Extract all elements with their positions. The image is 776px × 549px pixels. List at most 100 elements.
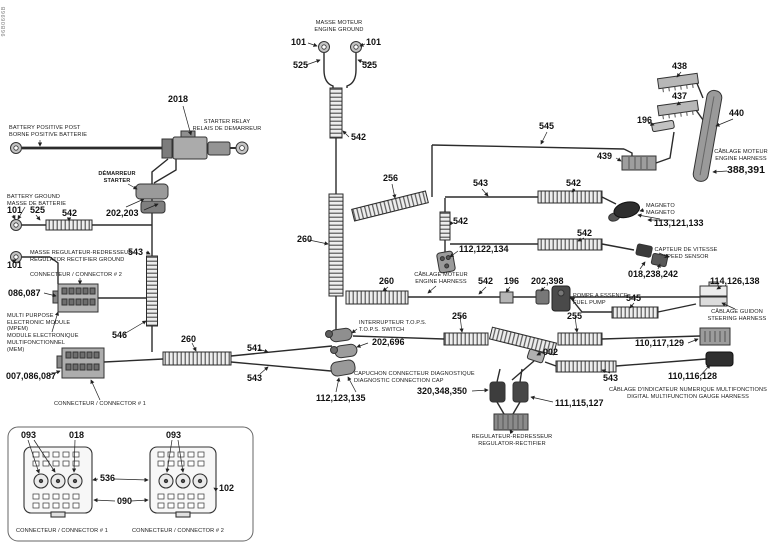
caption-tops-switch: INTERRUPTEUR T.O.P.S. T.O.P.S. SWITCH (359, 320, 426, 333)
caption-line: CONNECTEUR / CONNECTOR # 1 (53, 401, 147, 407)
part-number-wire-545-top: 545 (539, 121, 555, 131)
caption-inset-connector-1: CONNECTEUR / CONNECTOR # 1 (16, 528, 108, 535)
part-number-inset-018: 018 (69, 430, 85, 440)
caption-line: MASSE DE BATTERIE (7, 200, 67, 207)
part-number-ground-sleeve-right: 525 (362, 60, 378, 70)
caption-engine-ground: MASSE MOTEUR ENGINE GROUND (314, 20, 363, 33)
caption-steering-harness: CÂBLAGE GUIDON STEERING HARNESS (708, 309, 767, 322)
part-number-connector-110-116-128: 110,116,128 (668, 371, 718, 381)
tube-260-left (162, 351, 232, 366)
tube-546 (146, 255, 158, 327)
parts (10, 41, 734, 431)
caption-line: (MPEM) (7, 326, 29, 333)
caption-line: STEERING HARNESS (707, 315, 767, 322)
inset-connector-1-housing (23, 446, 93, 518)
part-number-connector-112-122-134: 112,122,134 (459, 244, 509, 254)
caption-magneto: MAGNETO MAGNETO (646, 203, 675, 216)
tops-switch-connectors (325, 327, 358, 359)
caption-mpem: MULTI PURPOSE ELECTRONIC MODULE (MPEM) M… (7, 313, 79, 353)
part-number-tube-260-mid: 260 (379, 276, 395, 286)
tube-260-mid (345, 290, 409, 305)
caption-line: BATTERY GROUND (7, 194, 60, 200)
part-number-inset-093-right: 093 (166, 430, 182, 440)
speed-sensor-connectors (635, 243, 669, 268)
part-number-inset-090: 090 (117, 496, 133, 506)
part-number-ground-terminal-right: 101 (366, 37, 382, 47)
tube-542-mid (537, 190, 603, 204)
part-number-tube-542-mid: 542 (566, 178, 582, 188)
magneto-connector (608, 201, 640, 222)
caption-line: MULTIFONCTIONNEL (7, 339, 66, 346)
part-number-tube-top-center: 542 (351, 132, 367, 142)
part-number-inset-093-left: 093 (21, 430, 37, 440)
caption-line: MAGNETO (646, 203, 675, 209)
inset-connector-2-housing (149, 446, 217, 518)
caption-line: ELECTRONIC MODULE (7, 319, 71, 326)
caption-connector-1: CONNECTEUR / CONNECTOR # 1 (54, 401, 146, 408)
part-number-ground-terminal-2: 101 (7, 260, 23, 270)
caption-gauge-harness: CÂBLAGE D'INDICATEUR NUMERIQUE MULTIFONC… (609, 387, 767, 400)
caption-line: REGULATOR RECTIFIER GROUND (30, 256, 125, 263)
caption-line: T.O.P.S. SWITCH (359, 326, 405, 333)
caption-line: BATTERY POSITIVE POST (9, 125, 81, 131)
connector-202-398 (535, 289, 550, 305)
part-number-tube-center-vertical: 260 (297, 234, 313, 244)
caption-regulator-ground: MASSE REGULATEUR-REDRESSEUR REGULATOR RE… (30, 250, 132, 263)
caption-line: STARTER RELAY (203, 119, 251, 125)
part-number-tube-542-small: 542 (453, 216, 469, 226)
caption-line: CONNECTEUR / CONNECTOR # 1 (15, 528, 109, 534)
engine-ground-wire-right (346, 53, 357, 88)
part-number-regulator-connector-left: 320,348,350 (417, 386, 468, 396)
mpem-connector-1 (56, 347, 105, 379)
caption-line: SPEED SENSOR (663, 253, 709, 260)
tube-543-right (555, 360, 617, 373)
caption-connector-2: CONNECTEUR / CONNECTOR # 2 (30, 272, 122, 279)
caption-fuel-pump: POMPE A ESSENCE FUEL PUMP (573, 293, 628, 306)
part-number-inset-102: 102 (219, 483, 235, 493)
part-number-tube-diagonal-upper: 256 (383, 173, 399, 183)
corrugated-tubes (45, 87, 659, 373)
caption-line: MULTI PURPOSE (7, 313, 54, 319)
part-number-connector-439: 439 (597, 151, 613, 161)
connector-110-117-129 (699, 327, 731, 346)
part-number-ground-terminal-left: 101 (291, 37, 307, 47)
caption-line: MASSE MOTEUR (315, 20, 363, 26)
part-number-ground-sleeve-left: 525 (293, 60, 309, 70)
part-number-connector-magneto: 113,121,133 (654, 218, 704, 228)
engine-ground-terminal-left (318, 41, 330, 53)
caption-line: DÉMARREUR (98, 171, 136, 177)
connector-110-116-128 (705, 351, 734, 367)
part-number-battery-ground-terminal: 101 (7, 205, 23, 215)
connector-112-122-134 (436, 250, 456, 274)
caption-starter-relay: STARTER RELAY RELAIS DE DEMARREUR (193, 119, 262, 132)
part-number-grommet-196-mid: 196 (504, 276, 520, 286)
caption-line: REGULATEUR-REDRESSEUR (471, 434, 553, 440)
engine-ground-terminal-right (350, 41, 362, 53)
part-number-tube-256-lower: 256 (452, 311, 468, 321)
part-number-connector-110-117-129: 110,117,129 (635, 338, 685, 348)
starter-part (135, 183, 169, 214)
tube-542-lower (537, 238, 603, 251)
part-number-connector-007-086-087: 007,086,087 (6, 371, 57, 381)
diagnostic-cap-part (330, 359, 356, 377)
caption-inset-connector-2: CONNECTEUR / CONNECTOR # 2 (132, 528, 224, 535)
caption-line: CONNECTEUR / CONNECTOR # 2 (131, 528, 225, 534)
caption-line: CÂBLAGE GUIDON (711, 309, 763, 315)
blade-440 (692, 89, 723, 182)
part-number-tops-connectors: 202,696 (372, 337, 405, 347)
starter-relay-part (161, 130, 231, 160)
part-number-connector-114-126-138: 114,126,138 (710, 276, 760, 286)
part-number-wire-543-lower: 543 (247, 373, 263, 383)
caption-line: REGULATOR-RECTIFIER (478, 440, 546, 447)
part-number-inset-536: 536 (100, 473, 116, 483)
battery-positive-terminal (10, 142, 22, 154)
battery-ground-terminal (10, 219, 22, 231)
part-number-connector-speed-sensor: 018,238,242 (628, 269, 679, 279)
part-number-battery-ground-sleeve: 525 (30, 205, 46, 215)
part-number-grommet-196-right: 196 (637, 115, 653, 125)
mpem-connector-2 (52, 283, 99, 313)
part-number-tube-545-right: 545 (626, 293, 642, 303)
wires (22, 53, 707, 415)
connector-439 (621, 155, 657, 171)
engine-ground-wire-left (323, 53, 334, 88)
